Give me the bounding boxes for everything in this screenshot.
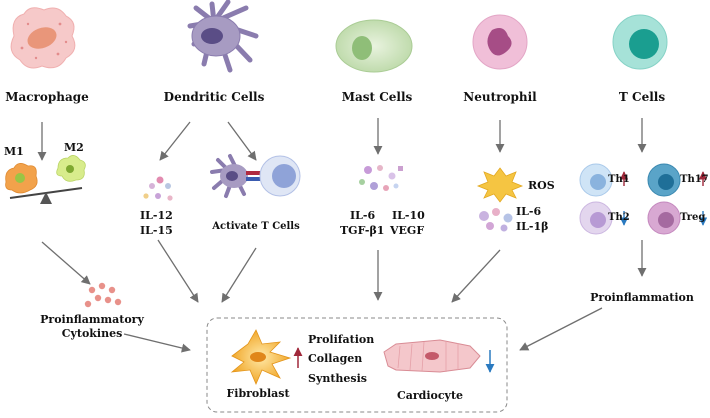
fibroblast-label: Fibroblast — [226, 387, 290, 400]
mast-vegf-label: VEGF — [390, 224, 425, 237]
arrow-il-outcome — [157, 239, 199, 303]
arrow-dc-right — [227, 121, 257, 161]
cytokines-label-line2: Cytokines — [61, 327, 123, 340]
cardiocyte-icon — [383, 339, 481, 373]
arrow-dc-left — [159, 121, 191, 161]
th17-label: Th17 — [680, 174, 709, 185]
interleukin-dots-icon — [143, 176, 173, 201]
proinflammation-label: Proinflammation — [590, 291, 694, 304]
m1-cell-icon — [5, 163, 38, 194]
treg-cell-icon — [647, 201, 681, 235]
cardiocyte-label: Cardiocyte — [396, 389, 464, 402]
neutrophil-label: Neutrophil — [463, 90, 537, 104]
mast-il10-label: IL-10 — [392, 209, 425, 222]
arrow-neutrophil-outcome — [451, 249, 501, 303]
il12-label: IL-12 — [140, 209, 173, 222]
mast-tgf-label: TGF-β1 — [340, 224, 385, 237]
dendritic-cells-label: Dendritic Cells — [163, 90, 265, 104]
mast-mediator-dots-icon — [359, 165, 403, 191]
t-cells-label: T Cells — [618, 90, 666, 104]
ros-burst-icon — [476, 167, 524, 203]
mast-cells-label: Mast Cells — [341, 90, 413, 104]
neutrophil-cytokine-icon — [479, 208, 513, 232]
treg-label: Treg — [680, 212, 706, 223]
dendritic-cell-icon — [187, 0, 259, 73]
seesaw-icon — [9, 187, 83, 204]
macrophage-label: Macrophage — [5, 90, 89, 104]
il15-label: IL-15 — [140, 224, 173, 237]
arrow-activate-outcome — [221, 247, 257, 303]
neutrophil-il6-label: IL-6 — [516, 205, 542, 218]
th1-cell-icon — [579, 163, 613, 197]
neutrophil-il1b-label: IL-1β — [516, 220, 549, 233]
th2-label: Th2 — [608, 212, 630, 223]
synthesis-label: Synthesis — [308, 372, 367, 385]
cytokine-dots-icon — [84, 282, 122, 308]
neutrophil-cell-icon — [472, 14, 528, 70]
th17-cell-icon — [647, 163, 681, 197]
activate-t-cells-label: Activate T Cells — [212, 221, 300, 232]
fibroblast-icon — [230, 329, 292, 386]
t-cell-icon — [612, 14, 668, 70]
ros-label: ROS — [528, 179, 555, 192]
macrophage-cell-icon — [10, 7, 76, 69]
collagen-label: Collagen — [308, 352, 363, 365]
tcell-trend-arrows — [619, 171, 708, 226]
arrow-seesaw-cytokines — [41, 241, 91, 285]
mast-il6-label: IL-6 — [350, 209, 376, 222]
proliferation-label: Prolifation — [308, 333, 375, 346]
cytokines-label-line1: Proinflammatory — [40, 313, 144, 326]
arrow-proinflammation-outcome — [519, 307, 603, 351]
th2-cell-icon — [579, 201, 613, 235]
arrow-cytokines-outcome — [123, 333, 191, 353]
arrows — [37, 118, 647, 353]
m1-label: M1 — [4, 145, 24, 158]
dc-t-cell-interaction-icon — [210, 154, 301, 198]
outcome-box — [206, 317, 508, 413]
m2-cell-icon — [56, 155, 86, 182]
th1-label: Th1 — [608, 174, 630, 185]
m2-label: M2 — [64, 141, 84, 154]
mast-cell-icon — [335, 19, 413, 73]
